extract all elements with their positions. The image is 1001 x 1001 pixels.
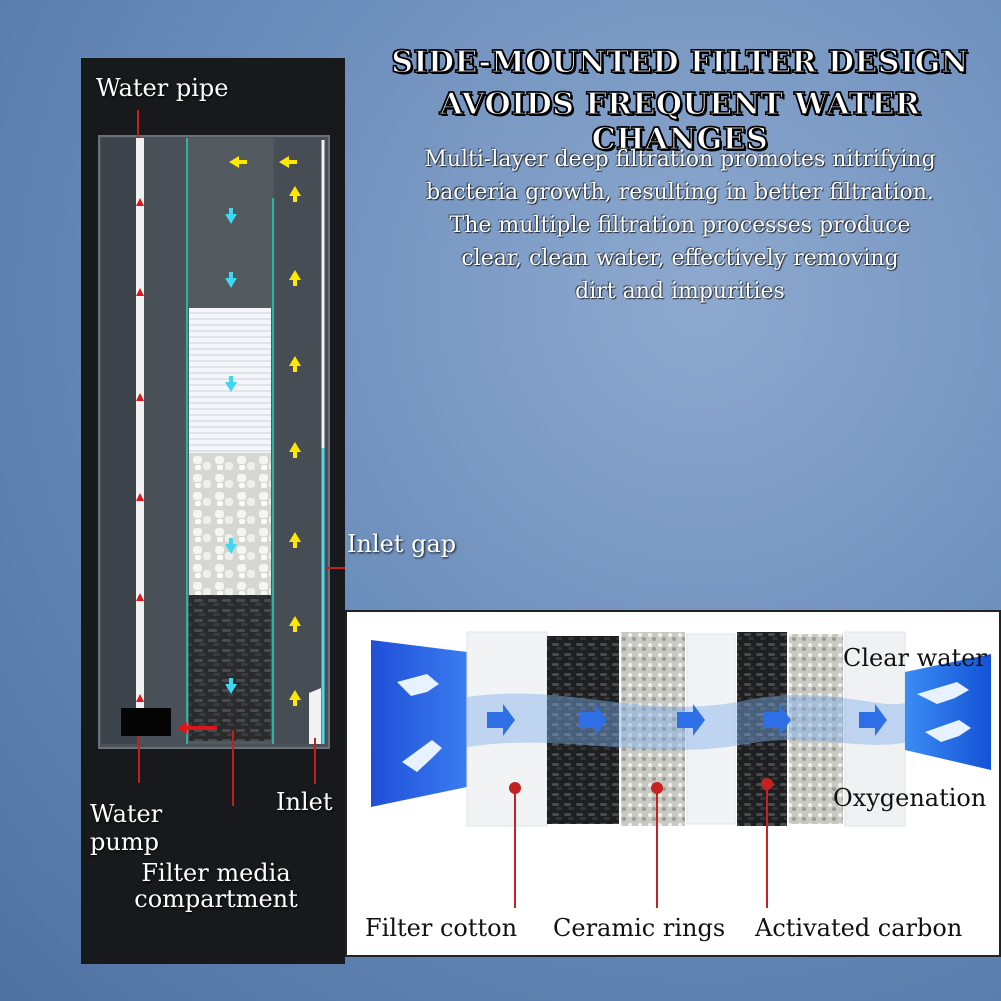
label-water-pipe: Water pipe <box>96 74 229 102</box>
label-oxygenation: Oxygenation <box>833 784 987 812</box>
filter-layers-illustration <box>371 631 991 908</box>
label-water-pump-line-2: pump <box>90 828 159 856</box>
description-line-3: The multiple filtration processes produc… <box>449 213 911 238</box>
pipe-arrows <box>136 198 144 702</box>
label-filter-media-line-1: Filter media <box>141 859 291 887</box>
carbon-sheet-2 <box>737 632 787 826</box>
headline-line-2: AVOIDS FREQUENT WATER CHANGES <box>439 86 921 157</box>
description-line-1: Multi-layer deep filtration promotes nit… <box>424 147 936 172</box>
description: Multi-layer deep filtration promotes nit… <box>360 143 1000 308</box>
label-filter-cotton: Filter cotton <box>365 914 518 942</box>
flow-arrows <box>487 704 887 736</box>
layer-markers <box>509 778 773 908</box>
description-line-4: clear, clean water, effectively removing <box>461 246 899 271</box>
carbon-sheet-1 <box>547 636 619 824</box>
incoming-water <box>371 640 467 807</box>
ceramic-sheet-1 <box>621 632 685 826</box>
description-line-2: bacteria growth, resulting in better fil… <box>426 180 934 205</box>
filter-device-panel <box>81 58 365 964</box>
label-water-pump: Water pump <box>90 800 162 856</box>
outgoing-water <box>905 654 991 770</box>
label-inlet-gap: Inlet gap <box>347 530 457 558</box>
down-flow-arrows <box>225 208 237 694</box>
label-ceramic-rings: Ceramic rings <box>553 914 726 942</box>
filter-device-illustration <box>98 110 365 806</box>
inflow-up-arrows <box>229 156 301 706</box>
label-clear-water: Clear water <box>843 644 987 672</box>
label-inlet: Inlet <box>276 788 333 816</box>
label-filter-media-compartment: Filter media compartment <box>96 860 336 912</box>
headline-line-1: SIDE-MOUNTED FILTER DESIGN <box>391 44 969 80</box>
label-water-pump-line-1: Water <box>90 800 163 828</box>
ceramic-sheet-2 <box>789 634 843 824</box>
label-activated-carbon: Activated carbon <box>755 914 963 942</box>
water-pipe-shape <box>136 138 144 718</box>
water-pump-shape <box>121 708 171 736</box>
filter-layers-diagram: Clear water Oxygenation Filter cotton Ce… <box>345 610 1001 957</box>
activated-carbon-layer <box>189 595 271 741</box>
label-filter-media-line-2: compartment <box>134 885 298 913</box>
description-line-5: dirt and impurities <box>575 279 785 304</box>
ceramic-rings-layer <box>189 453 271 595</box>
